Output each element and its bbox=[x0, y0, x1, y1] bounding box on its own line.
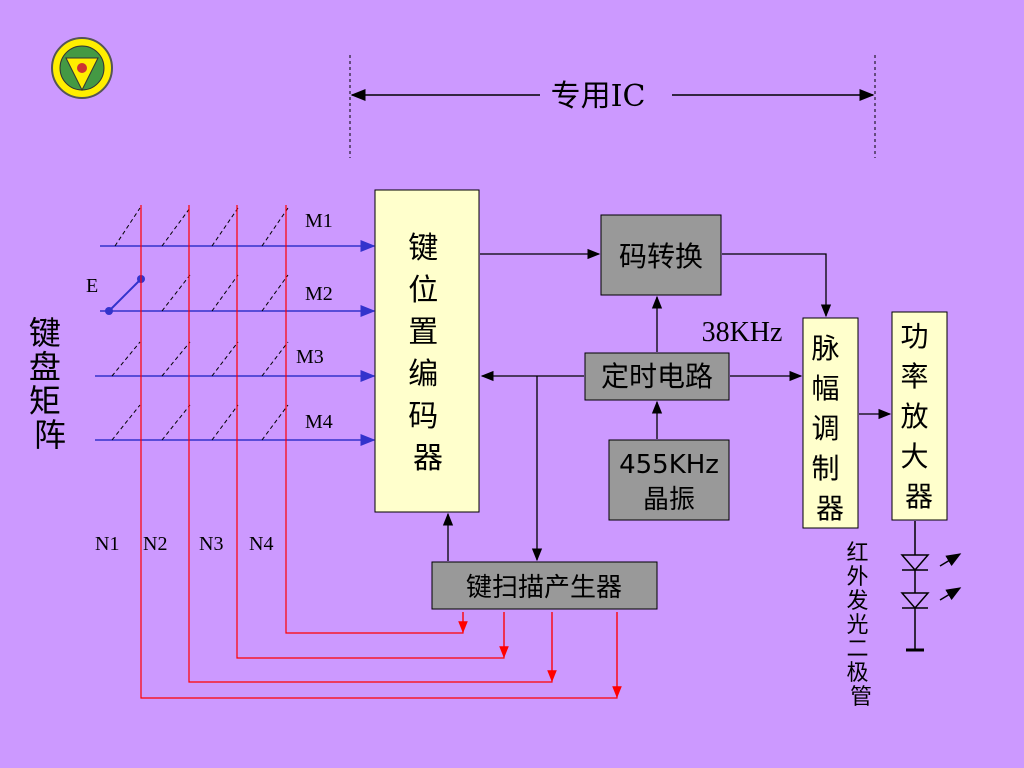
carrier-frequency-label: 38KHz bbox=[702, 317, 783, 348]
key-scan-generator-block: 键扫描产生器 bbox=[431, 561, 658, 610]
code-convert-label: 码转换 bbox=[619, 240, 703, 273]
matrix-labels: M1 M2 M3 M4 N1 N2 N3 N4 bbox=[95, 210, 333, 555]
col-label-n2: N2 bbox=[143, 533, 167, 555]
ir-led-icon bbox=[900, 521, 962, 652]
scan-gen-label: 键扫描产生器 bbox=[466, 573, 622, 603]
pwm-modulator-block: 脉 幅 调 制 器 bbox=[802, 317, 859, 529]
amp-label: 功 率 放 大 器 bbox=[901, 320, 938, 513]
power-amplifier-block: 功 率 放 大 器 bbox=[891, 311, 948, 521]
timer-label: 定时电路 bbox=[601, 360, 713, 393]
col-label-n3: N3 bbox=[199, 533, 223, 555]
oscillator-block: 455KHz 晶振 bbox=[608, 439, 730, 521]
key-e-label: E bbox=[86, 275, 98, 297]
col-arrows bbox=[458, 612, 622, 699]
osc-freq-label: 455KHz bbox=[619, 450, 719, 480]
pwm-label: 脉 幅 调 制 器 bbox=[812, 332, 849, 525]
key-contacts bbox=[111, 207, 289, 441]
key-position-encoder-block: 键 位 置 编 码 器 bbox=[374, 189, 480, 513]
row-label-m3: M3 bbox=[296, 346, 324, 368]
row-label-m4: M4 bbox=[305, 411, 333, 433]
col-label-n1: N1 bbox=[95, 533, 119, 555]
signal-connections bbox=[442, 248, 892, 562]
osc-crystal-label: 晶振 bbox=[643, 485, 695, 515]
ic-label: 专用IC bbox=[551, 79, 646, 114]
university-logo bbox=[51, 37, 113, 99]
col-label-n4: N4 bbox=[249, 533, 273, 555]
dedicated-ic-span: 专用IC bbox=[349, 55, 876, 158]
row-label-m2: M2 bbox=[305, 283, 333, 305]
code-conversion-block: 码转换 bbox=[600, 214, 722, 296]
encoder-label: 键 位 置 编 码 器 bbox=[408, 231, 448, 476]
key-e-switch: E bbox=[86, 275, 145, 315]
row-label-m1: M1 bbox=[305, 210, 333, 232]
timer-circuit-block: 定时电路 bbox=[584, 352, 730, 401]
col-line-n2 bbox=[188, 205, 553, 683]
keyboard-matrix-label: 键 盘 矩 阵 bbox=[29, 314, 71, 454]
code-to-pwm bbox=[722, 253, 832, 318]
ir-led-label: 红 外 发 光 二 极 管 bbox=[846, 541, 875, 710]
